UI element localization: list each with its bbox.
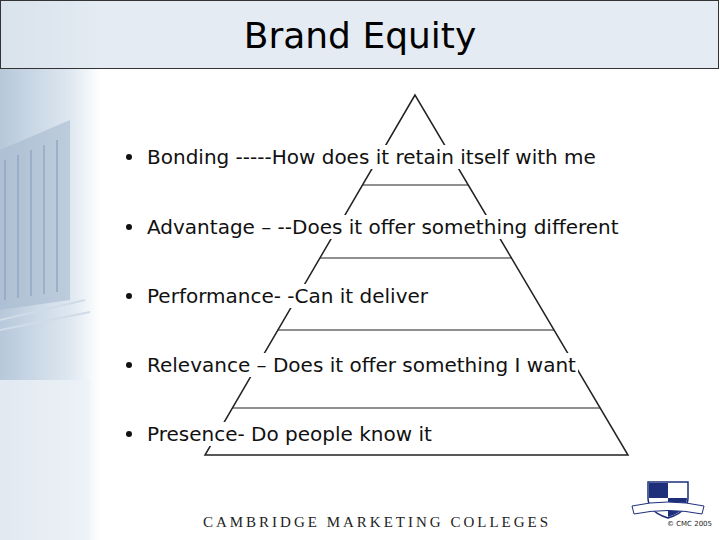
pyramid-divider — [320, 257, 512, 258]
pyramid-divider — [278, 329, 554, 330]
title-bar — [1, 1, 719, 69]
pyramid-level-text: Presence- Do people know it — [145, 422, 434, 446]
slide-title: Brand Equity — [244, 15, 477, 56]
window-frames — [5, 140, 57, 300]
bullet-dot — [126, 431, 132, 437]
bullet-dot — [126, 293, 132, 299]
shield-quarter — [649, 483, 668, 498]
roof-lines — [0, 300, 90, 330]
bullet-group — [126, 154, 132, 437]
pyramid-level-text: Bonding -----How does it retain itself w… — [145, 145, 598, 169]
pyramid-divider — [232, 407, 600, 408]
copyright-note: © CMC 2005 — [667, 520, 712, 528]
shield-banner — [632, 502, 704, 514]
photo-floor — [0, 380, 90, 540]
bullet-dot — [126, 154, 132, 160]
college-name: CAMBRIDGE MARKETING COLLEGES — [203, 513, 551, 531]
bullet-dot — [126, 362, 132, 368]
building-wall — [0, 120, 70, 310]
pyramid-level-text: Advantage – --Does it offer something di… — [145, 215, 621, 239]
pyramid-level-text: Performance- -Can it deliver — [145, 284, 430, 308]
pyramid-divider — [363, 184, 469, 185]
bullet-dot — [126, 224, 132, 230]
shield-outline — [648, 482, 688, 518]
pyramid-level-text: Relevance – Does it offer something I wa… — [145, 353, 578, 377]
building-photo — [0, 0, 100, 540]
college-shield — [632, 482, 704, 518]
photo-ground — [0, 0, 100, 540]
